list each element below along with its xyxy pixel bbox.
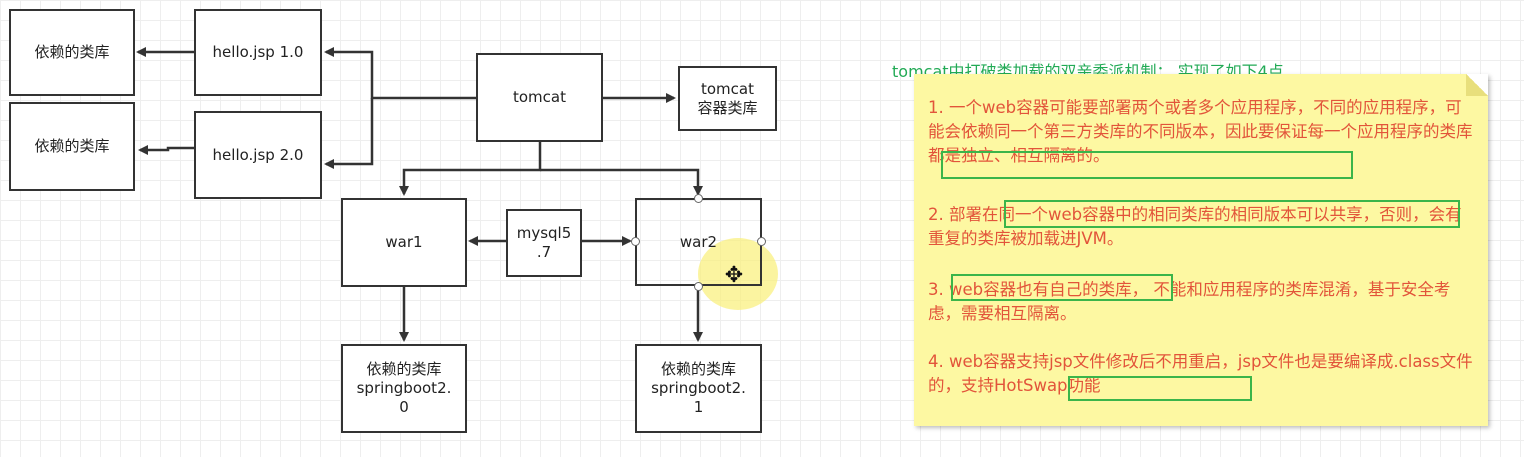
dependency-lib-label: 依赖的类库 bbox=[34, 43, 110, 61]
connection-handle-left[interactable] bbox=[631, 237, 640, 246]
war2-lib-line3: 1 bbox=[693, 398, 704, 416]
edge-tomcat-to-war2 bbox=[540, 168, 703, 196]
tomcat-lib-line1: tomcat bbox=[700, 79, 754, 98]
war1-lib-line1: 依赖的类库 bbox=[366, 360, 442, 378]
tomcat-box[interactable]: tomcat bbox=[476, 53, 603, 142]
tomcat-label: tomcat bbox=[513, 88, 566, 106]
war2-lib-line2: springboot2. bbox=[651, 379, 746, 397]
mysql-box[interactable]: mysql5 .7 bbox=[506, 209, 582, 277]
sticky-note[interactable] bbox=[914, 74, 1488, 426]
hello-jsp-1-label: hello.jsp 1.0 bbox=[212, 43, 304, 61]
mysql-line1: mysql5 bbox=[516, 224, 572, 242]
edge-hello2-to-lib bbox=[138, 145, 194, 155]
war1-lib-line2: springboot2. bbox=[356, 379, 452, 397]
war1-lib-line3: 0 bbox=[399, 398, 409, 416]
tomcat-container-lib-box[interactable]: tomcat 容器类库 bbox=[678, 66, 777, 131]
hello-jsp-1-box[interactable]: hello.jsp 1.0 bbox=[194, 9, 322, 96]
hello-jsp-2-box[interactable]: hello.jsp 2.0 bbox=[194, 111, 322, 199]
hello-jsp-2-label: hello.jsp 2.0 bbox=[212, 145, 304, 164]
connection-handle-top[interactable] bbox=[694, 194, 703, 203]
cursor-highlight bbox=[698, 238, 778, 310]
connection-handle-bottom[interactable] bbox=[694, 282, 703, 291]
war1-dependency-lib-box[interactable]: 依赖的类库 springboot2. 0 bbox=[341, 344, 467, 433]
edge-tomcat-to-war1 bbox=[399, 142, 542, 196]
note-point-4: 4. web容器支持jsp文件修改后不用重启，jsp文件也是要编译成.class… bbox=[928, 352, 1473, 395]
note-point-3: 3. web容器也有自己的类库， 不能和应用程序的类库混淆，基于安全考虑，需要相… bbox=[928, 280, 1451, 323]
highlight-mark-1 bbox=[941, 151, 1353, 179]
note-folded-corner bbox=[1466, 74, 1488, 96]
move-cursor-icon: ✥ bbox=[724, 263, 744, 288]
highlight-mark-3 bbox=[951, 274, 1173, 301]
dependency-lib-label: 依赖的类库 bbox=[34, 137, 110, 155]
war1-box[interactable]: war1 bbox=[341, 198, 467, 287]
edge-tomcat-to-hello1 bbox=[324, 47, 476, 100]
tomcat-lib-line2: 容器类库 bbox=[697, 98, 758, 117]
note-point-2: 2. 部署在同一个web容器中的相同类库的相同版本可以共享，否则，会有重复的类库… bbox=[928, 205, 1462, 248]
war1-label: war1 bbox=[385, 233, 423, 251]
dependency-lib-box-1[interactable]: 依赖的类库 bbox=[9, 9, 135, 96]
war2-lib-line1: 依赖的类库 bbox=[660, 360, 736, 378]
highlight-mark-2 bbox=[1004, 200, 1460, 228]
war2-label: war2 bbox=[679, 232, 718, 251]
dependency-lib-box-2[interactable]: 依赖的类库 bbox=[9, 102, 135, 191]
mysql-line2: .7 bbox=[536, 243, 552, 261]
edge-tomcat-to-hello2 bbox=[324, 98, 374, 169]
note-point-1: 1. 一个web容器可能要部署两个或者多个应用程序，不同的应用程序，可能会依赖同… bbox=[928, 98, 1473, 165]
highlight-mark-4 bbox=[1068, 376, 1252, 401]
war2-dependency-lib-box[interactable]: 依赖的类库 springboot2. 1 bbox=[635, 344, 762, 433]
connection-handle-right[interactable] bbox=[757, 237, 766, 246]
